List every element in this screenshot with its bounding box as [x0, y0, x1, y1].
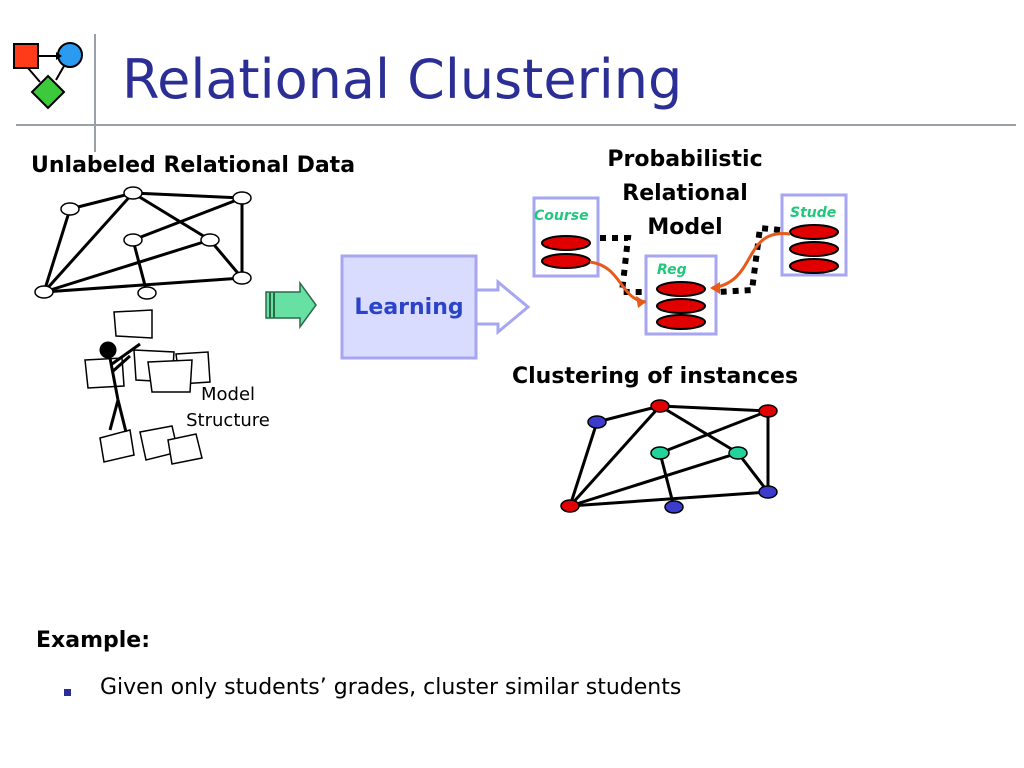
graph-node — [232, 191, 252, 205]
graph-node — [60, 202, 80, 216]
attribute-oval — [656, 281, 706, 297]
cluster-node-blue — [587, 415, 607, 429]
reference-link — [600, 235, 644, 295]
student-class-label: Stude — [790, 205, 837, 221]
cluster-node-green — [728, 446, 748, 460]
clustering-heading: Clustering of instances — [512, 364, 799, 389]
reg-class-label: Reg — [657, 262, 687, 278]
attribute-oval — [789, 224, 839, 240]
cluster-node-blue — [664, 500, 684, 514]
attribute-oval — [789, 258, 839, 274]
attribute-oval — [541, 253, 591, 269]
cluster-node-red — [650, 399, 670, 413]
graph-node — [232, 271, 252, 285]
learning-label: Learning — [354, 295, 464, 320]
model-structure-label: Model Structure — [186, 384, 270, 431]
cluster-node-blue — [758, 485, 778, 499]
attribute-oval — [656, 298, 706, 314]
cluster-node-green — [650, 446, 670, 460]
cluster-node-red — [758, 404, 778, 418]
title-divider — [16, 124, 1016, 126]
prm-heading: Probabilistic Relational Model — [607, 147, 763, 240]
cluster-node-red — [560, 499, 580, 513]
example-label: Example: — [36, 628, 150, 653]
graph-node — [34, 285, 54, 299]
attribute-oval — [656, 314, 706, 330]
graph-node — [123, 233, 143, 247]
learning-output-arrow — [474, 278, 531, 336]
bullet-item: Given only students’ grades, cluster sim… — [100, 675, 682, 700]
graph-node — [200, 233, 220, 247]
graph-node — [123, 186, 143, 200]
arrow-right-icon — [265, 280, 317, 330]
title-vertical-divider — [94, 34, 96, 152]
bullet-marker — [64, 689, 71, 696]
dependency-arrow — [589, 260, 647, 304]
attribute-oval — [789, 241, 839, 257]
course-class-label: Course — [534, 208, 589, 224]
graph-node — [137, 286, 157, 300]
page-title: Relational Clustering — [122, 48, 683, 111]
unlabeled-data-heading: Unlabeled Relational Data — [31, 153, 356, 178]
